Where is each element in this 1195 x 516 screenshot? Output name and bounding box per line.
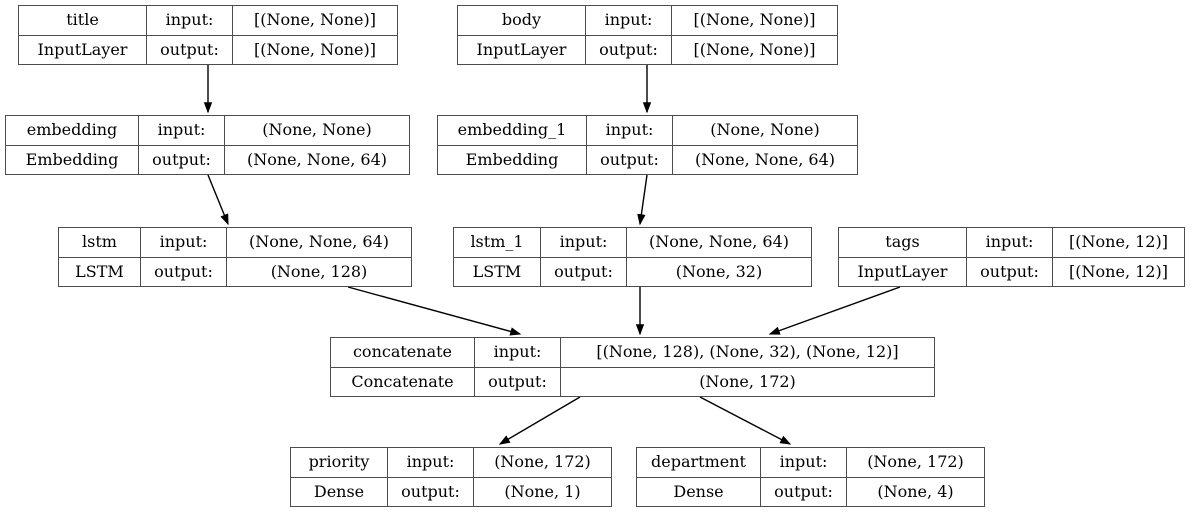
node-body-layer-class: InputLayer [458, 35, 586, 64]
node-concatenate-output-shape: (None, 172) [699, 371, 796, 391]
node-embedding_1-output-label: output: [587, 145, 673, 174]
node-title-layer-name: title [19, 6, 147, 35]
node-department-layer-name: department [637, 448, 761, 477]
node-lstm-output-shape: (None, 128) [270, 261, 368, 281]
node-body-input-shape: [(None, None)] [693, 10, 816, 30]
node-embedding-input-shape: (None, None) [262, 120, 372, 140]
node-title-input-shape: [(None, None)] [254, 10, 376, 30]
node-title-layer-class: InputLayer [19, 35, 147, 64]
node-embedding-layer-name: embedding [6, 116, 139, 145]
node-lstm-layer-name: lstm [59, 228, 141, 257]
node-concatenate-input-shape: [(None, 128), (None, 32), (None, 12)] [596, 342, 899, 362]
node-department-input-label: input: [761, 448, 847, 477]
node-body-output-shape: [(None, None)] [693, 39, 816, 59]
node-department-output-shape: (None, 4) [877, 481, 954, 501]
node-embedding_1-output-shape: (None, None, 64) [695, 149, 835, 169]
node-department-layer-class: Dense [637, 477, 761, 506]
node-concatenate-output-label: output: [475, 367, 561, 396]
node-lstm_1-layer-class: LSTM [454, 257, 541, 286]
node-embedding_1-input-label: input: [587, 116, 673, 145]
node-lstm_1-input-shape: (None, None, 64) [649, 232, 789, 252]
node-body-input-label: input: [586, 6, 672, 35]
node-title-input-label: input: [147, 6, 233, 35]
node-priority-output-shape: (None, 1) [504, 481, 581, 501]
node-title-output-shape: [(None, None)] [254, 39, 376, 59]
node-body-output-label: output: [586, 35, 672, 64]
node-concatenate-layer-name: concatenate [331, 338, 475, 367]
node-lstm-input-shape: (None, None, 64) [249, 232, 389, 252]
edge-lstm-to-concatenate [347, 286, 522, 336]
node-tags-input-label: input: [967, 228, 1053, 257]
node-lstm-layer-class: LSTM [59, 257, 141, 286]
edge-concatenate-to-department [699, 396, 792, 445]
node-department-output-label: output: [761, 477, 847, 506]
edge-tags-to-concatenate [768, 286, 901, 335]
node-embedding_1-layer-name: embedding_1 [438, 116, 587, 145]
edge-embedding_1-to-lstm_1 [637, 174, 648, 226]
node-embedding-output-label: output: [139, 145, 225, 174]
node-concatenate-layer-class: Concatenate [331, 367, 475, 396]
node-priority-layer-class: Dense [291, 477, 388, 506]
node-title-output-label: output: [147, 35, 233, 64]
node-tags-layer-name: tags [839, 228, 967, 257]
node-lstm_1-layer-name: lstm_1 [454, 228, 541, 257]
node-embedding_1-layer-class: Embedding [438, 145, 587, 174]
node-embedding-input-label: input: [139, 116, 225, 145]
node-priority-input-label: input: [388, 448, 474, 477]
edge-concatenate-to-priority [498, 396, 581, 445]
node-embedding-output-shape: (None, None, 64) [247, 149, 387, 169]
node-lstm_1-output-label: output: [541, 257, 627, 286]
node-priority-input-shape: (None, 172) [494, 452, 591, 472]
node-priority-layer-name: priority [291, 448, 388, 477]
node-lstm-output-label: output: [141, 257, 227, 286]
node-embedding-layer-class: Embedding [6, 145, 139, 174]
node-tags-output-shape: [(None, 12)] [1069, 261, 1168, 281]
edge-embedding-to-lstm [207, 174, 229, 226]
node-concatenate-input-label: input: [475, 338, 561, 367]
node-lstm_1-input-label: input: [541, 228, 627, 257]
node-lstm-input-label: input: [141, 228, 227, 257]
node-department-input-shape: (None, 172) [867, 452, 964, 472]
node-lstm_1-output-shape: (None, 32) [675, 261, 763, 281]
node-tags-layer-class: InputLayer [839, 257, 967, 286]
node-tags-output-label: output: [967, 257, 1053, 286]
node-body-layer-name: body [458, 6, 586, 35]
node-embedding_1-input-shape: (None, None) [710, 120, 820, 140]
node-priority-output-label: output: [388, 477, 474, 506]
node-tags-input-shape: [(None, 12)] [1069, 232, 1168, 252]
